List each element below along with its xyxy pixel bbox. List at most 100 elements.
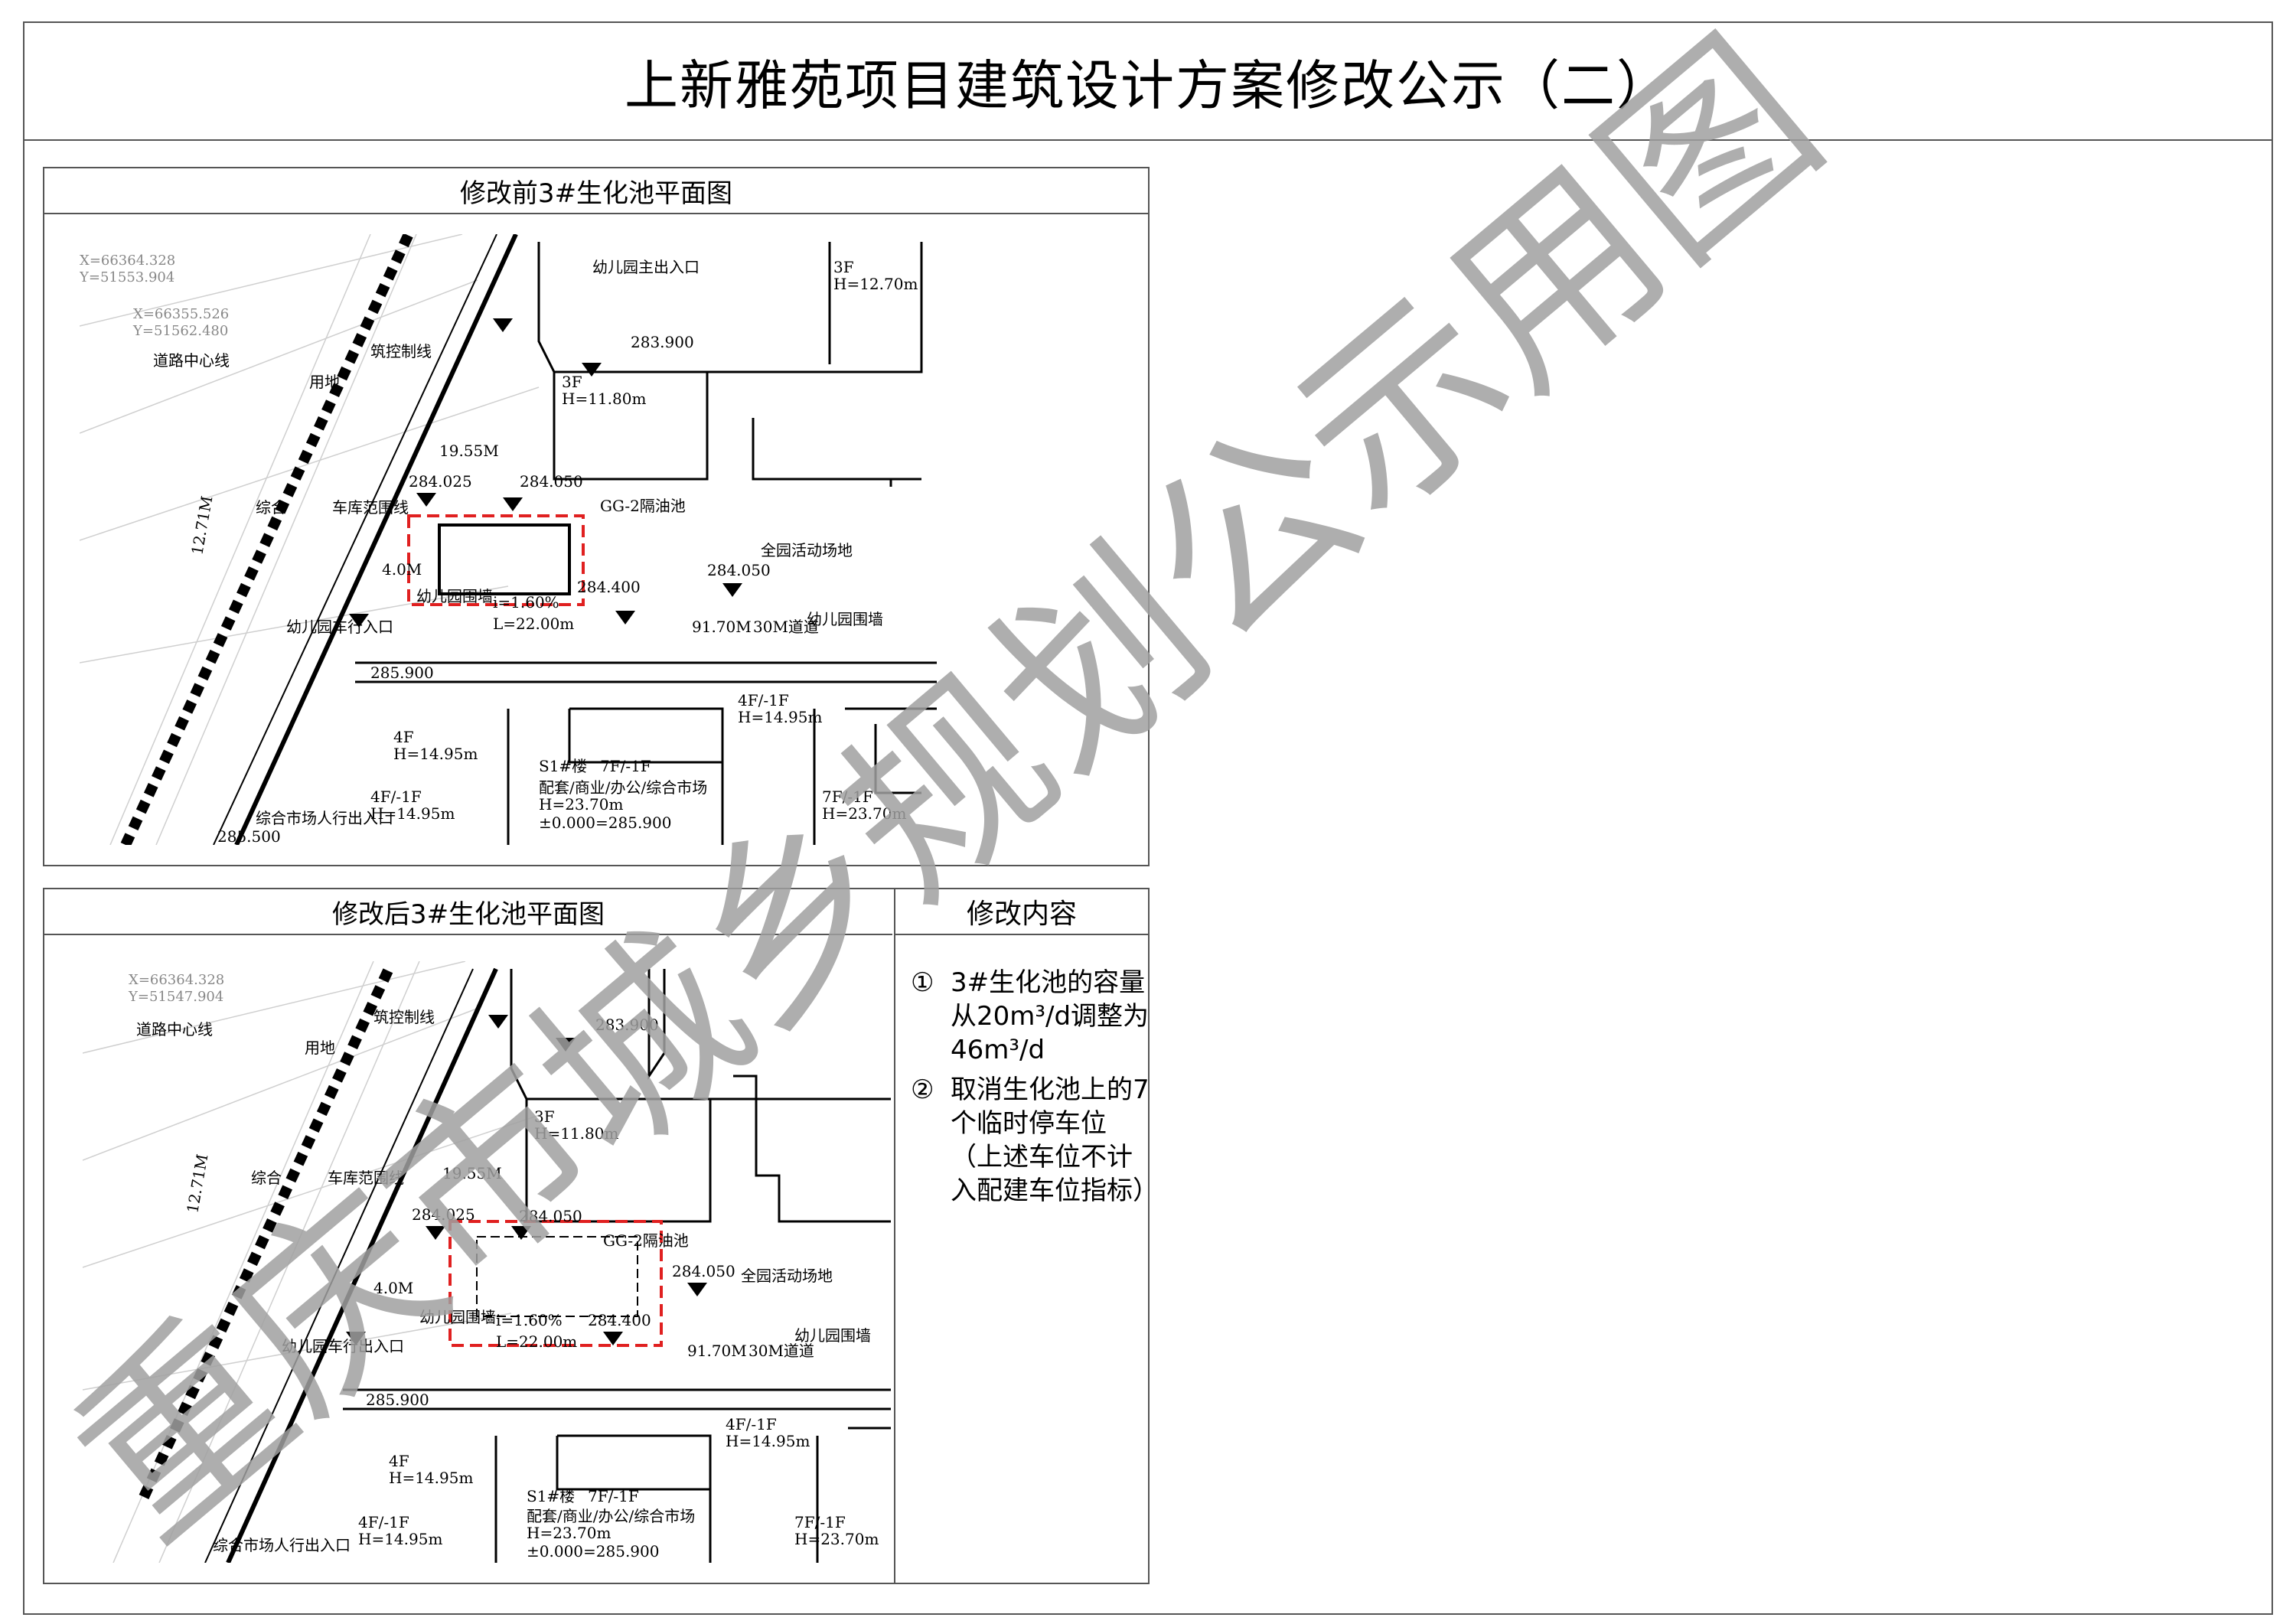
before-b3-h: H=14.95m xyxy=(738,708,822,726)
after-grease: GG-2隔油池 xyxy=(603,1231,689,1250)
before-height-1: H=12.70m xyxy=(833,275,918,293)
before-b2-floor: 4F/-1F xyxy=(370,788,422,806)
before-floor-2: 3F xyxy=(562,373,582,391)
before-s1-floors: 7F/-1F xyxy=(600,757,651,775)
before-road-center: 道路中心线 xyxy=(153,351,230,370)
before-panel-title: 修改前3#生化池平面图 xyxy=(44,168,1148,214)
after-s1-elev: ±0.000=285.900 xyxy=(527,1542,659,1560)
after-site-plan: X=66364.328 Y=51547.904 道路中心线 用地 筑控制线 综合… xyxy=(83,961,891,1563)
before-coord-4: Y=51562.480 xyxy=(132,323,228,339)
before-s1: S1#楼 xyxy=(539,757,587,775)
before-b1-floor: 4F xyxy=(393,728,414,746)
after-s1-h: H=23.70m xyxy=(527,1524,611,1542)
after-land-line: 用地 xyxy=(305,1039,335,1057)
after-wall: 幼儿园围墙 xyxy=(794,1326,871,1345)
after-wall-2: 幼儿园围墙 xyxy=(419,1308,496,1326)
outer-frame xyxy=(23,21,2273,1615)
after-garage-line2: 车库范围线 xyxy=(328,1169,404,1187)
after-length: L=22.00m xyxy=(496,1332,577,1351)
before-b4-h: H=23.70m xyxy=(822,804,906,823)
change-item-1: ① 3#生化池的容量从20m³/d调整为46m³/d xyxy=(911,966,1149,1073)
before-b1-h: H=14.95m xyxy=(393,745,478,763)
before-dim-3: 91.70M xyxy=(692,618,752,636)
after-panel-title: 修改后3#生化池平面图 xyxy=(44,889,892,935)
before-dim-2: 12.71M xyxy=(188,494,216,556)
after-elev-4: 284.050 xyxy=(672,1262,735,1280)
after-b4-floor: 7F/-1F xyxy=(794,1513,846,1531)
before-floor-1: 3F xyxy=(833,258,854,276)
after-b2-h: H=14.95m xyxy=(358,1530,442,1548)
before-elev-1: 283.900 xyxy=(631,333,694,351)
before-site-plan-drawing: X=66364.328 Y=51553.904 X=66355.526 Y=51… xyxy=(80,234,937,845)
before-coord-3: X=66355.526 xyxy=(133,306,229,322)
after-dim-1: 19.55M xyxy=(442,1164,502,1182)
after-s1: S1#楼 xyxy=(527,1487,575,1505)
after-build-line: 筑控制线 xyxy=(373,1008,435,1026)
before-coord-2: Y=51553.904 xyxy=(80,269,174,285)
after-road-center: 道路中心线 xyxy=(136,1020,213,1039)
before-site-plan: X=66364.328 Y=51553.904 X=66355.526 Y=51… xyxy=(80,234,937,845)
after-elev-5: 284.400 xyxy=(588,1311,651,1329)
before-dim-4: 4.0M xyxy=(382,560,422,579)
after-b1-h: H=14.95m xyxy=(389,1469,473,1487)
page-title: 上新雅苑项目建筑设计方案修改公示（二） xyxy=(23,21,2273,141)
before-b2-h: H=14.95m xyxy=(370,804,455,823)
after-s1-use: 配套/商业/办公/综合市场 xyxy=(527,1507,695,1525)
before-grease: GG-2隔油池 xyxy=(600,497,686,515)
changes-title: 修改内容 xyxy=(895,889,1148,935)
before-land-line: 用地 xyxy=(309,373,340,391)
before-dim-1: 19.55M xyxy=(439,442,499,460)
after-b4-h: H=23.70m xyxy=(794,1530,879,1548)
before-road: 30M道道 xyxy=(753,618,819,636)
after-coord-1: X=66364.328 xyxy=(129,972,224,988)
change-item-1-number: ① xyxy=(911,967,934,998)
after-b1-floor: 4F xyxy=(389,1452,409,1470)
after-car-gate: 幼儿园车行出入口 xyxy=(282,1337,404,1355)
before-garage-line2: 车库范围线 xyxy=(332,498,409,517)
after-garage-line: 综合 xyxy=(251,1169,282,1187)
after-coord-2: Y=51547.904 xyxy=(128,989,223,1005)
changes-column: 修改内容 ① 3#生化池的容量从20m³/d调整为46m³/d ② 取消生化池上… xyxy=(894,889,1159,1583)
before-wall-2: 幼儿园围墙 xyxy=(416,587,493,605)
after-dim-4: 4.0M xyxy=(373,1279,413,1297)
after-elev-2: 284.050 xyxy=(519,1207,582,1225)
after-dim-3: 91.70M xyxy=(687,1342,747,1360)
before-b4-floor: 7F/-1F xyxy=(822,788,873,806)
change-item-1-text: 3#生化池的容量从20m³/d调整为46m³/d xyxy=(951,967,1150,1065)
after-site-plan-drawing: X=66364.328 Y=51547.904 道路中心线 用地 筑控制线 综合… xyxy=(83,961,891,1563)
before-s1-elev: ±0.000=285.900 xyxy=(539,814,671,832)
after-b2-floor: 4F/-1F xyxy=(358,1513,409,1531)
before-elev-2: 284.050 xyxy=(520,472,583,491)
after-dim-2: 12.71M xyxy=(183,1153,211,1215)
after-s1-floors: 7F/-1F xyxy=(588,1487,639,1505)
before-car-gate: 幼儿园车行入口 xyxy=(286,618,393,636)
before-elev-4: 284.050 xyxy=(707,561,771,579)
after-activity: 全园活动场地 xyxy=(741,1267,833,1285)
before-b3-floor: 4F/-1F xyxy=(738,691,789,709)
after-floor-2: 3F xyxy=(534,1107,555,1126)
before-slope: i=1.60% xyxy=(493,593,559,611)
before-length: L=22.00m xyxy=(493,615,574,633)
before-garage-line: 综合 xyxy=(256,498,286,517)
before-height-2: H=11.80m xyxy=(562,390,646,408)
before-kindergarten-gate: 幼儿园主出入口 xyxy=(592,258,700,276)
before-elev-5: 284.400 xyxy=(577,578,641,596)
before-s1-use: 配套/商业/办公/综合市场 xyxy=(539,778,707,797)
after-b3-h: H=14.95m xyxy=(726,1432,810,1450)
change-item-2: ② 取消生化池上的7个临时停车位（上述车位不计入配建车位指标） xyxy=(911,1073,1159,1257)
after-slope: i=1.60% xyxy=(496,1311,563,1329)
after-b3-floor: 4F/-1F xyxy=(726,1415,777,1433)
after-road: 30M道道 xyxy=(748,1342,814,1360)
after-elev-6: 285.900 xyxy=(366,1391,429,1409)
after-height-2: H=11.80m xyxy=(534,1124,618,1143)
change-item-2-number: ② xyxy=(911,1075,934,1105)
before-wall: 幼儿园围墙 xyxy=(807,610,883,628)
after-panel: 修改后3#生化池平面图 xyxy=(43,888,1159,1584)
before-panel: 修改前3#生化池平面图 xyxy=(43,167,1150,866)
before-market-gate: 综合市场人行出入口 xyxy=(256,809,393,827)
before-coord-1: X=66364.328 xyxy=(80,253,175,269)
after-market-gate: 综合市场人行出入口 xyxy=(213,1536,351,1554)
before-s1-h: H=23.70m xyxy=(539,795,623,814)
before-elev-7: 285.500 xyxy=(217,827,281,845)
before-elev-3: 284.025 xyxy=(409,472,472,491)
